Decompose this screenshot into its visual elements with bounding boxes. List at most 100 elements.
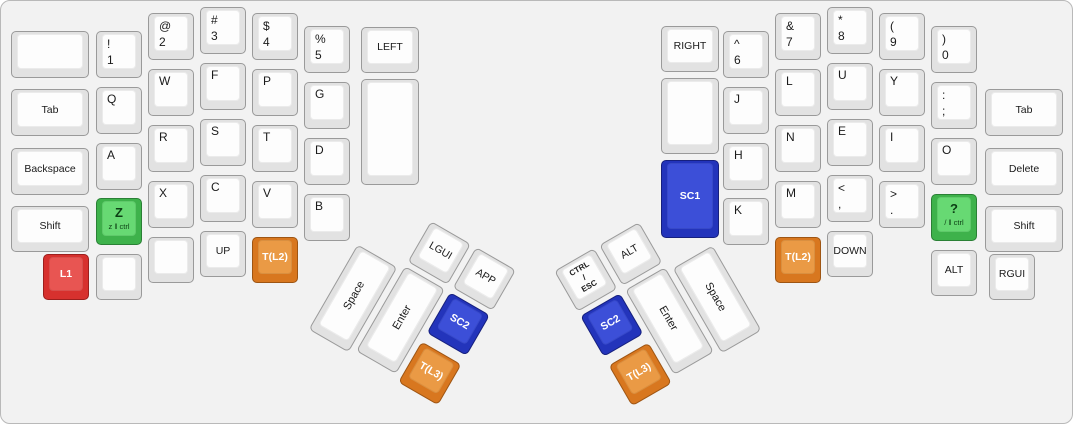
- key-f[interactable]: F: [200, 63, 246, 110]
- key-t[interactable]: T: [252, 125, 298, 172]
- key-s[interactable]: S: [200, 119, 246, 166]
- key-down-cap: DOWN: [833, 234, 867, 268]
- key-down[interactable]: DOWN: [827, 231, 873, 277]
- key-4-label-l1: $: [263, 19, 270, 33]
- key-tab-left[interactable]: Tab: [11, 89, 89, 136]
- key-v[interactable]: V: [252, 181, 298, 228]
- key-i[interactable]: I: [879, 125, 925, 172]
- key-tl3-left-label-l1: T(L3): [417, 359, 446, 383]
- key-v-label-l1: V: [263, 186, 272, 200]
- key-tl2-left-label-l1: T(L2): [262, 251, 288, 263]
- key-tl2-right[interactable]: T(L2): [775, 237, 821, 283]
- key-j[interactable]: J: [723, 87, 769, 134]
- key-m[interactable]: M: [775, 181, 821, 228]
- key-rgui-label-l1: RGUI: [998, 268, 1026, 280]
- key-4-cap: $4: [258, 16, 292, 51]
- key-5[interactable]: %5: [304, 26, 350, 73]
- key-2[interactable]: @2: [148, 13, 194, 60]
- key-9[interactable]: (9: [879, 13, 925, 60]
- key-k[interactable]: K: [723, 198, 769, 245]
- key-e[interactable]: E: [827, 119, 873, 166]
- key-left[interactable]: LEFT: [361, 27, 419, 73]
- key-alt-right-label-l1: ALT: [944, 264, 964, 276]
- key-shift-right[interactable]: Shift: [985, 206, 1063, 252]
- key-8[interactable]: *8: [827, 7, 873, 54]
- key-z-label-l2: z ‖ ctrl: [108, 222, 130, 232]
- key-p[interactable]: P: [252, 69, 298, 116]
- key-comma[interactable]: <,: [827, 175, 873, 222]
- key-alt-right-cap: ALT: [937, 253, 971, 287]
- key-o-cap: O: [937, 141, 971, 176]
- key-q[interactable]: Q: [96, 87, 142, 134]
- key-period[interactable]: >.: [879, 181, 925, 228]
- key-rgui[interactable]: RGUI: [989, 254, 1035, 300]
- key-0[interactable]: )0: [931, 26, 977, 73]
- key-7[interactable]: &7: [775, 13, 821, 60]
- key-4[interactable]: $4: [252, 13, 298, 60]
- key-y[interactable]: Y: [879, 69, 925, 116]
- key-h[interactable]: H: [723, 143, 769, 190]
- key-6[interactable]: ^6: [723, 31, 769, 78]
- key-question-label-l1: ?: [950, 200, 958, 216]
- key-blank-right-inner[interactable]: [661, 78, 719, 154]
- key-3-cap: #3: [206, 10, 240, 45]
- key-right[interactable]: RIGHT: [661, 26, 719, 72]
- key-d[interactable]: D: [304, 138, 350, 185]
- key-left-cap: LEFT: [367, 30, 413, 64]
- key-shift-left-label-l1: Shift: [39, 220, 61, 232]
- key-u[interactable]: U: [827, 63, 873, 110]
- key-n[interactable]: N: [775, 125, 821, 172]
- key-3[interactable]: #3: [200, 7, 246, 54]
- key-app-label-l1: APP: [473, 265, 498, 287]
- key-tl2-left[interactable]: T(L2): [252, 237, 298, 283]
- key-backspace[interactable]: Backspace: [11, 148, 89, 195]
- key-2-label-l2: 2: [159, 35, 166, 50]
- key-blank-left-inner[interactable]: [361, 79, 419, 185]
- key-app-cap: APP: [462, 252, 510, 301]
- key-r-label-l1: R: [159, 130, 168, 144]
- key-tab-left-cap: Tab: [17, 92, 83, 127]
- key-a[interactable]: A: [96, 143, 142, 190]
- key-blank-left-2[interactable]: [148, 237, 194, 283]
- key-tab-right-label-l1: Tab: [1015, 103, 1033, 116]
- key-o[interactable]: O: [931, 138, 977, 185]
- key-b[interactable]: B: [304, 194, 350, 241]
- key-e-cap: E: [833, 122, 867, 157]
- key-blank-left-1[interactable]: [96, 254, 142, 300]
- key-ctrl-esc-cap: CTRL/ESC: [560, 253, 608, 302]
- key-x[interactable]: X: [148, 181, 194, 228]
- key-n-label-l1: N: [786, 130, 795, 144]
- key-1[interactable]: !1: [96, 31, 142, 78]
- key-backspace-label-l1: Backspace: [24, 162, 76, 175]
- key-b-label-l1: B: [315, 199, 324, 213]
- key-sc1[interactable]: SC1: [661, 160, 719, 238]
- key-shift-left[interactable]: Shift: [11, 206, 89, 252]
- key-k-label-l1: K: [734, 203, 743, 217]
- key-alt-right[interactable]: ALT: [931, 250, 977, 296]
- key-l[interactable]: L: [775, 69, 821, 116]
- key-up[interactable]: UP: [200, 231, 246, 277]
- key-7-label-l2: 7: [786, 35, 793, 50]
- key-0-cap: )0: [937, 29, 971, 64]
- key-w[interactable]: W: [148, 69, 194, 116]
- key-w-cap: W: [154, 72, 188, 107]
- key-tab-right[interactable]: Tab: [985, 89, 1063, 136]
- key-c-label-l1: C: [211, 180, 220, 194]
- key-j-label-l1: J: [734, 92, 740, 106]
- key-a-label-l1: A: [107, 148, 116, 162]
- key-blank-top-left[interactable]: [11, 31, 89, 78]
- key-r[interactable]: R: [148, 125, 194, 172]
- key-delete[interactable]: Delete: [985, 148, 1063, 195]
- key-semicolon[interactable]: :;: [931, 82, 977, 129]
- key-1-cap: !1: [102, 34, 136, 69]
- key-r-cap: R: [154, 128, 188, 163]
- key-shift-right-cap: Shift: [991, 209, 1057, 243]
- key-g[interactable]: G: [304, 82, 350, 129]
- key-c[interactable]: C: [200, 175, 246, 222]
- key-semicolon-label-l2: ;: [942, 104, 946, 119]
- key-comma-label-l1: <: [838, 181, 846, 195]
- key-l1[interactable]: L1: [43, 254, 89, 300]
- key-p-cap: P: [258, 72, 292, 107]
- key-question[interactable]: ?/ ‖ ctrl: [931, 194, 977, 241]
